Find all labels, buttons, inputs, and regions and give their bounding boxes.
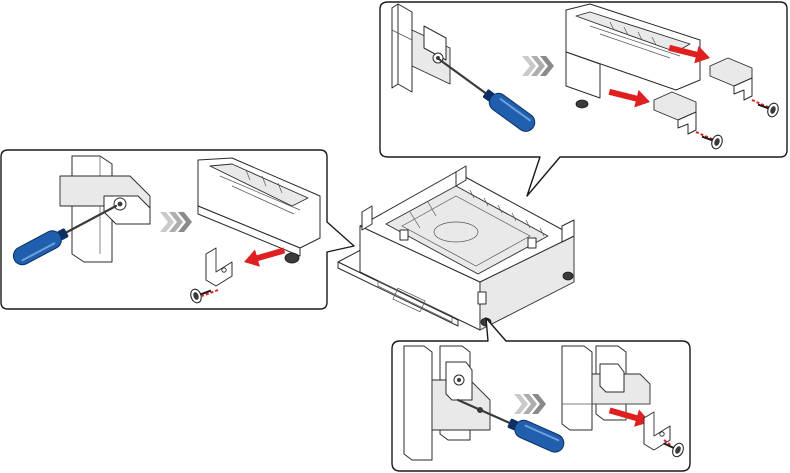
side-post-detail — [59, 155, 151, 263]
bracket-icon — [709, 57, 753, 101]
cabinet-unit — [337, 165, 575, 331]
callout-front-bracket — [391, 317, 691, 472]
rear-post-detail — [391, 3, 451, 93]
callout-side-bracket — [0, 149, 355, 310]
side-corner-detail — [197, 157, 321, 264]
front-post-detail — [403, 345, 491, 461]
bracket-icon — [653, 91, 697, 135]
rear-corner-detail — [565, 3, 701, 109]
front-corner-detail — [561, 345, 651, 431]
callout-rear-brackets — [379, 1, 788, 197]
